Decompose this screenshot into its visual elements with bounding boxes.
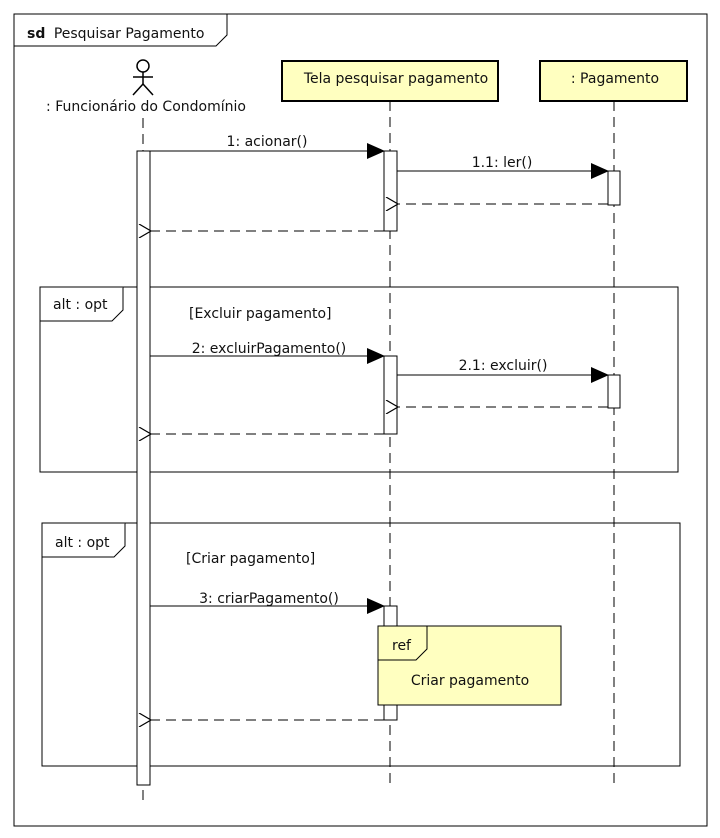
message-1-label: 1: acionar() bbox=[227, 134, 308, 150]
pagamento-activation-2 bbox=[607, 374, 621, 409]
fragment-criar: alt : opt [Criar pagamento] bbox=[41, 522, 681, 767]
sd-frame-title: sd Pesquisar Pagamento bbox=[27, 26, 204, 42]
lifeline-pagamento-label: : Pagamento bbox=[571, 71, 659, 87]
actor-label: : Funcionário do Condomínio bbox=[46, 99, 246, 115]
actor-funcionario: : Funcionário do Condomínio bbox=[46, 59, 246, 115]
messages bbox=[150, 143, 609, 614]
tela-activation-1 bbox=[383, 150, 398, 232]
return-messages bbox=[151, 204, 608, 720]
ref-criar-pagamento: ref Criar pagamento bbox=[377, 625, 562, 706]
fragment-excluir: alt : opt [Excluir pagamento] bbox=[39, 286, 679, 473]
fragment-excluir-guard: [Excluir pagamento] bbox=[189, 306, 331, 322]
lifeline-tela-label: Tela pesquisar pagamento bbox=[303, 71, 488, 87]
sd-keyword: sd bbox=[27, 26, 45, 42]
lifeline-tela: Tela pesquisar pagamento bbox=[281, 60, 499, 102]
actor-activation bbox=[136, 150, 151, 786]
message-1-1-label: 1.1: ler() bbox=[472, 155, 533, 171]
tela-activation-2 bbox=[383, 355, 398, 435]
activation-bars bbox=[136, 150, 621, 786]
ref-keyword: ref bbox=[392, 638, 412, 654]
sd-frame: sd Pesquisar Pagamento bbox=[13, 13, 708, 827]
message-2-1-label: 2.1: excluir() bbox=[459, 358, 548, 374]
message-labels: 1: acionar() 1.1: ler() 2: excluirPagame… bbox=[192, 134, 548, 607]
message-2-label: 2: excluirPagamento() bbox=[192, 341, 347, 357]
fragment-excluir-operator: alt : opt bbox=[53, 297, 108, 313]
lifeline-pagamento: : Pagamento bbox=[539, 60, 688, 102]
sd-name: Pesquisar Pagamento bbox=[54, 26, 205, 42]
pagamento-activation-1 bbox=[607, 170, 621, 206]
ref-label: Criar pagamento bbox=[411, 673, 529, 689]
message-3-label: 3: criarPagamento() bbox=[199, 591, 339, 607]
stick-figure-icon bbox=[132, 59, 154, 96]
fragment-criar-guard: [Criar pagamento] bbox=[186, 551, 315, 567]
fragment-criar-operator: alt : opt bbox=[55, 535, 110, 551]
